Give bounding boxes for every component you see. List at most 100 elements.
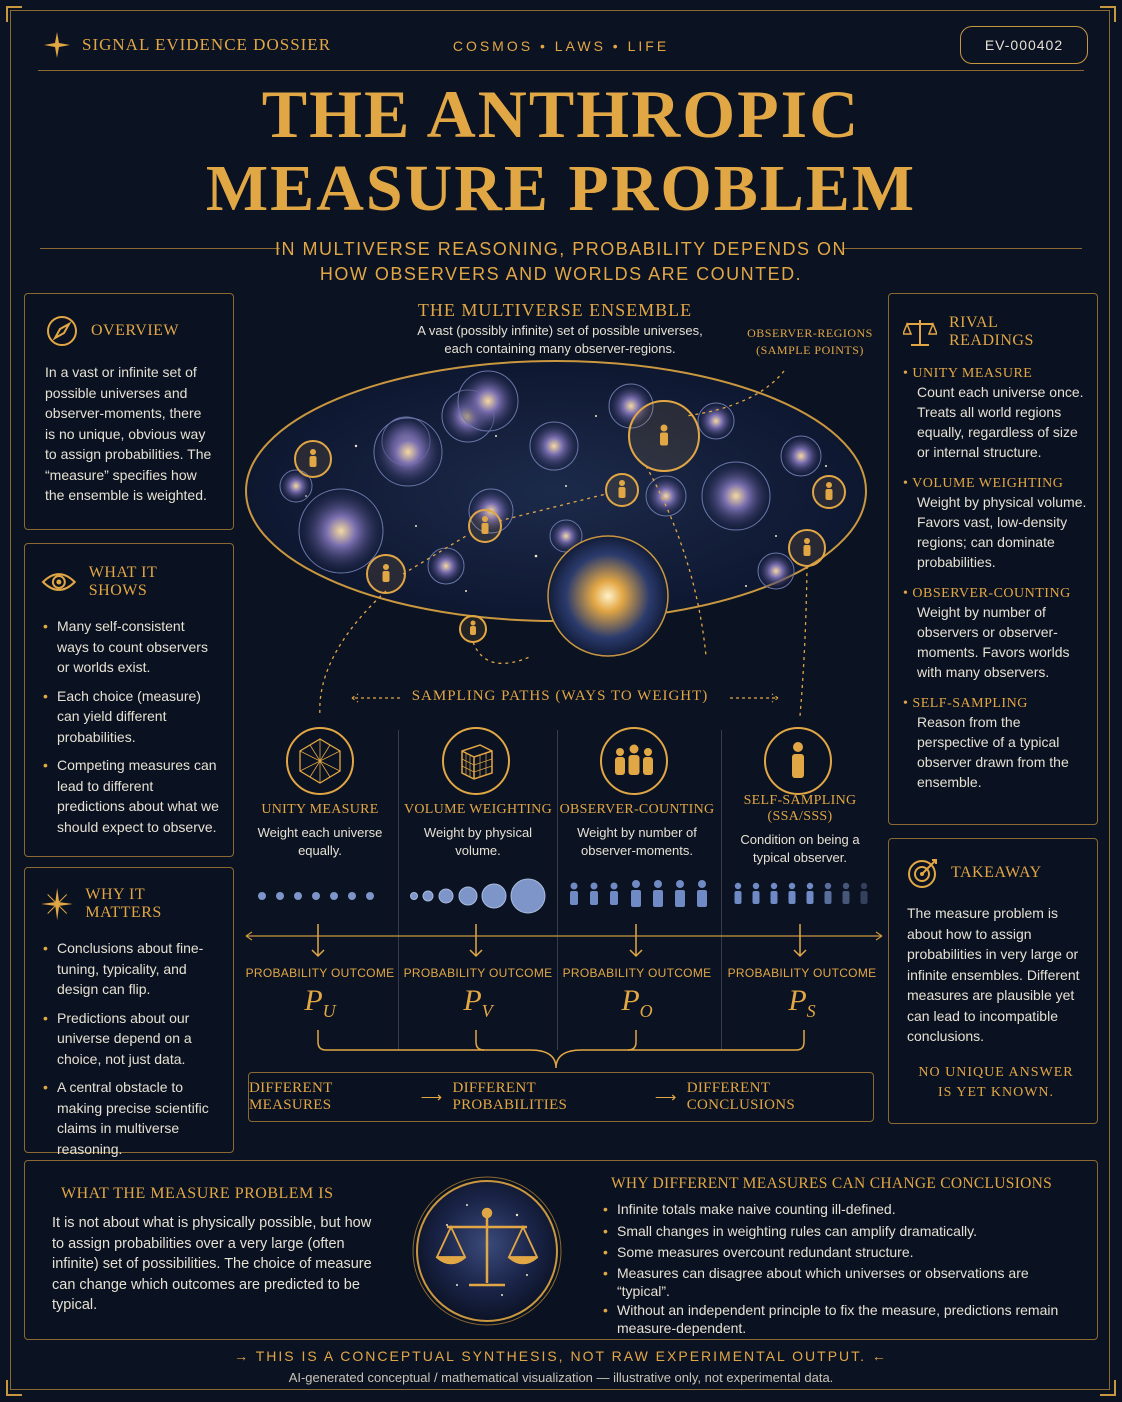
large-universe-bubble bbox=[547, 535, 669, 657]
outcome-self-sampling: PROBABILITY OUTCOME PS bbox=[722, 966, 882, 1022]
observer-icon bbox=[470, 620, 476, 635]
overview-panel: OVERVIEW In a vast or infinite set of po… bbox=[24, 293, 234, 530]
chain-step-conclusions: DIFFERENT CONCLUSIONS bbox=[686, 1080, 796, 1113]
person-icon bbox=[764, 727, 832, 795]
column-divider bbox=[721, 730, 722, 1050]
why-it-matters-heading: WHY IT MATTERS bbox=[41, 886, 219, 922]
ensemble-title: THE MULTIVERSE ENSEMBLE bbox=[417, 300, 693, 320]
universe-bubble bbox=[279, 469, 313, 503]
universe-bubble bbox=[780, 435, 822, 477]
list-item: Some measures overcount redundant struct… bbox=[601, 1242, 1071, 1263]
why-it-matters-title: WHY IT MATTERS bbox=[85, 886, 162, 921]
what-it-shows-panel: WHAT IT SHOWS Many self-consistent ways … bbox=[24, 543, 234, 857]
cube-grid-icon bbox=[442, 727, 510, 795]
sample-points-row bbox=[258, 878, 868, 914]
observer-sample-figures bbox=[570, 880, 707, 907]
ensemble-desc-line2: each containing many observer-regions. bbox=[444, 341, 676, 356]
rival-desc: Reason from the perspective of a typical… bbox=[917, 714, 1069, 790]
what-it-shows-title: WHAT IT SHOWS bbox=[88, 564, 157, 599]
what-it-shows-list: Many self-consistent ways to count obser… bbox=[41, 616, 219, 837]
chain-step-probabilities: DIFFERENT PROBABILITIES bbox=[452, 1080, 568, 1113]
scales-icon bbox=[903, 320, 937, 346]
rival-desc: Count each universe once. Treats all wor… bbox=[917, 384, 1084, 460]
ensemble-description: A vast (possibly infinite) set of possib… bbox=[360, 322, 760, 358]
list-item: Conclusions about fine-tuning, typicalit… bbox=[41, 938, 219, 1000]
universe-bubble bbox=[697, 402, 735, 440]
measure-desc: Weight by physical volume. bbox=[423, 825, 533, 858]
list-item: SELF-SAMPLING Reason from the perspectiv… bbox=[903, 696, 1087, 792]
page-title-line2: MEASURE PROBLEM bbox=[205, 152, 917, 225]
prob-symbol: P bbox=[788, 984, 807, 1017]
rival-readings-heading: RIVAL READINGS bbox=[903, 314, 1087, 350]
list-item: Small changes in weighting rules can amp… bbox=[601, 1221, 1071, 1242]
universe-bubble bbox=[645, 475, 687, 517]
frame-corner bbox=[6, 1380, 22, 1396]
list-item: Competing measures can lead to different… bbox=[41, 755, 219, 837]
prob-label: PROBABILITY OUTCOME bbox=[562, 966, 712, 980]
footer-arrow-icon: ← bbox=[866, 1348, 888, 1364]
unity-sample-dots bbox=[258, 892, 374, 900]
what-it-shows-heading: WHAT IT SHOWS bbox=[41, 564, 219, 600]
prob-symbol: P bbox=[621, 984, 640, 1017]
measure-name: OBSERVER-COUNTING bbox=[559, 802, 715, 817]
list-item: VOLUME WEIGHTING Weight by physical volu… bbox=[903, 476, 1087, 572]
measure-name: UNITY MEASURE bbox=[261, 802, 379, 817]
outer-frame bbox=[10, 10, 1110, 1390]
subtitle-rule-left bbox=[40, 248, 280, 249]
rival-desc: Weight by physical volume. Favors vast, … bbox=[917, 494, 1087, 570]
universe-bubble bbox=[608, 383, 654, 429]
rival-name: SELF-SAMPLING bbox=[903, 696, 1087, 712]
header-divider bbox=[38, 70, 1084, 71]
footer-note: → THIS IS A CONCEPTUAL SYNTHESIS, NOT RA… bbox=[0, 1348, 1122, 1364]
list-item: Predictions about our universe depend on… bbox=[41, 1008, 219, 1070]
observer-icon bbox=[382, 564, 390, 582]
list-item: Without an independent principle to fix … bbox=[601, 1301, 1071, 1337]
footer-arrow-icon: → bbox=[234, 1348, 256, 1364]
prob-label: PROBABILITY OUTCOME bbox=[245, 966, 395, 980]
takeaway-emphasis: NO UNIQUE ANSWER IS YET KNOWN. bbox=[907, 1063, 1085, 1103]
chain-step-measures: DIFFERENT MEASURES bbox=[249, 1080, 333, 1113]
takeaway-heading: TAKEAWAY bbox=[907, 857, 1085, 889]
sampling-connectors bbox=[319, 370, 808, 717]
prob-label: PROBABILITY OUTCOME bbox=[727, 966, 877, 980]
rival-readings-panel: RIVAL READINGS UNITY MEASURE Count each … bbox=[888, 293, 1098, 825]
list-item: A central obstacle to making precise sci… bbox=[41, 1077, 219, 1159]
takeaway-title: TAKEAWAY bbox=[951, 864, 1042, 881]
universe-bubble bbox=[701, 461, 771, 531]
universe-bubble bbox=[298, 488, 384, 574]
prob-label: PROBABILITY OUTCOME bbox=[403, 966, 553, 980]
observer-icon bbox=[618, 480, 626, 498]
measure-column-observer: OBSERVER-COUNTING Weight by number of ob… bbox=[557, 802, 717, 860]
rival-desc: Weight by number of observers or observe… bbox=[917, 604, 1070, 680]
observer-regions-label: OBSERVER-REGIONS (SAMPLE POINTS) bbox=[745, 325, 875, 359]
eye-icon bbox=[41, 573, 77, 591]
universe-bubble bbox=[549, 519, 583, 553]
outcome-volume: PROBABILITY OUTCOME PV bbox=[398, 966, 558, 1022]
subtitle-rule-right bbox=[842, 248, 1082, 249]
outcome-arrows bbox=[245, 924, 883, 958]
measure-name-sub: (SSA/SSS) bbox=[767, 809, 833, 824]
geodesic-sphere-icon bbox=[286, 727, 354, 795]
rival-name: OBSERVER-COUNTING bbox=[903, 586, 1087, 602]
list-item: Many self-consistent ways to count obser… bbox=[41, 616, 219, 678]
compass-icon bbox=[47, 316, 77, 346]
observer-icon bbox=[825, 482, 833, 500]
observer-figures bbox=[309, 424, 833, 635]
measure-desc: Weight each universe equally. bbox=[257, 825, 383, 858]
prob-subscript: U bbox=[322, 1001, 336, 1021]
universe-bubble bbox=[529, 421, 579, 471]
evidence-id-badge: EV-000402 bbox=[960, 26, 1088, 64]
rival-name: VOLUME WEIGHTING bbox=[903, 476, 1087, 492]
frame-corner bbox=[1100, 1380, 1116, 1396]
takeaway-text: The measure problem is about how to assi… bbox=[907, 905, 1080, 1044]
universe-bubble bbox=[373, 417, 443, 487]
observer-icon bbox=[309, 449, 317, 467]
why-it-matters-list: Conclusions about fine-tuning, typicalit… bbox=[41, 938, 219, 1159]
measure-problem-panel: WHAT THE MEASURE PROBLEM IS It is not ab… bbox=[24, 1160, 1098, 1340]
measure-column-unity: UNITY MEASURE Weight each universe equal… bbox=[240, 802, 400, 860]
people-group-icon bbox=[600, 727, 668, 795]
sampling-paths-label: SAMPLING PATHS (WAYS TO WEIGHT) bbox=[411, 688, 709, 704]
list-item: UNITY MEASURE Count each universe once. … bbox=[903, 366, 1087, 462]
self-sampling-figures bbox=[734, 882, 868, 904]
prob-subscript: S bbox=[806, 1001, 816, 1021]
